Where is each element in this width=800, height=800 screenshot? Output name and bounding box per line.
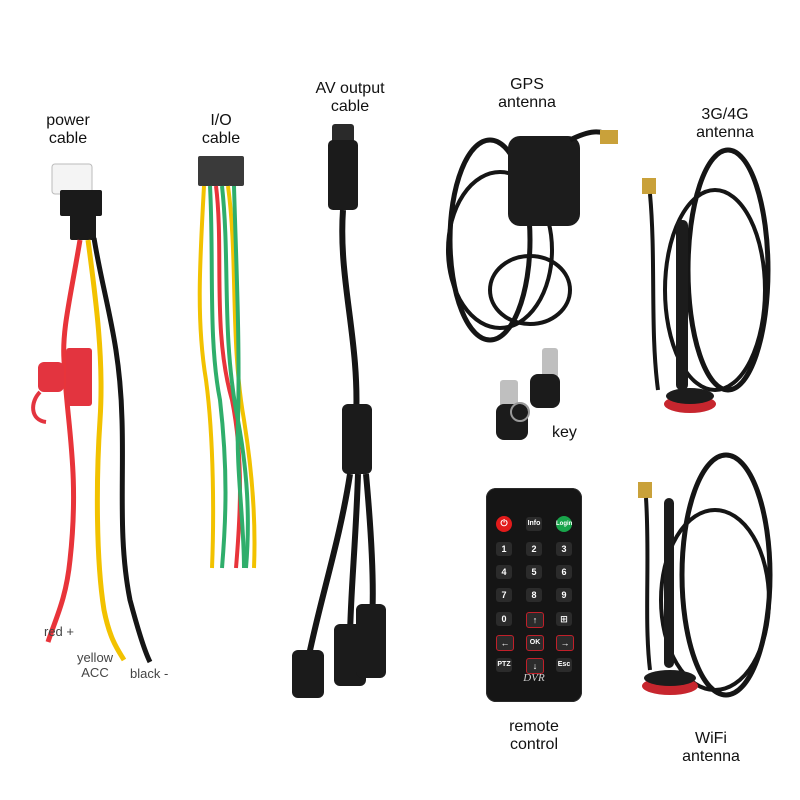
remote-grid-icon: ⊞ (556, 612, 572, 626)
wire-red-label: red + (44, 624, 74, 639)
remote-key-3: 3 (556, 542, 572, 556)
remote-key-2: 2 (526, 542, 542, 556)
remote-right-arrow-icon: → (556, 635, 574, 651)
remote-control-label-line2: control (509, 736, 559, 753)
remote-brand-logo: DVR (523, 672, 545, 684)
power-cable-label-line2: cable (48, 130, 88, 147)
remote-info-button: Info (526, 517, 542, 531)
red-wire (45, 239, 83, 643)
wire-yellow-label-line1: yellow (76, 650, 114, 665)
wire-black-label: black - (130, 666, 169, 681)
remote-key-8: 8 (526, 588, 542, 602)
remote-login-button: Login (556, 516, 572, 532)
key-label: key (552, 424, 577, 441)
wire-yellow-label: yellow ACC (72, 650, 118, 680)
fuse-cap (38, 362, 64, 392)
remote-key-5: 5 (526, 565, 542, 579)
power-connector-white (51, 163, 93, 195)
remote-down-arrow-icon: ↓ (526, 658, 544, 674)
antenna-3g4g-label-line1: 3G/4G (701, 106, 749, 123)
antenna-3g4g-whip (676, 220, 688, 390)
av-plug-aviation-2 (356, 604, 386, 678)
remote-key-1: 1 (496, 542, 512, 556)
wifi-antenna-whip (664, 498, 674, 668)
io-connector (198, 156, 244, 186)
av-plug (328, 140, 358, 210)
remote-key-4: 4 (496, 565, 512, 579)
black-wire (91, 237, 153, 664)
remote-up-arrow-icon: ↑ (526, 612, 544, 628)
yellow-wire (85, 239, 127, 662)
remote-key-9: 9 (556, 588, 572, 602)
gps-antenna-label-line2: antenna (498, 94, 556, 111)
wifi-antenna (638, 452, 773, 698)
power-connector-black (60, 190, 102, 216)
io-cable-label: I/O cable (186, 112, 256, 148)
remote-key-0: 0 (496, 612, 512, 626)
power-cable-label: power cable (30, 112, 106, 148)
power-cable-label-line1: power (46, 112, 90, 129)
av-output-cable (292, 124, 386, 698)
remote-control: ⏻ Info Login 1 2 3 4 5 6 7 8 9 0 ↑ ⊞ ← O… (486, 488, 582, 702)
io-cable (197, 156, 257, 569)
io-cable-label-line1: I/O (210, 112, 232, 129)
antenna-3g4g-label-line2: antenna (696, 124, 754, 141)
remote-power-button: ⏻ (496, 516, 512, 532)
remote-esc-button: Esc (556, 658, 572, 672)
av-output-cable-label: AV output cable (296, 80, 404, 116)
keys (496, 348, 560, 440)
wifi-antenna-label-line2: antenna (682, 748, 740, 765)
remote-control-label: remote control (496, 718, 572, 754)
gps-antenna (446, 129, 618, 343)
antenna-3g4g-label: 3G/4G antenna (680, 106, 770, 142)
power-icon: ⏻ (500, 518, 508, 528)
av-output-cable-label-line1: AV output (315, 80, 385, 97)
remote-key-7: 7 (496, 588, 512, 602)
io-cable-label-line2: cable (201, 130, 241, 147)
wifi-antenna-label: WiFi antenna (668, 730, 754, 766)
wifi-antenna-label-line1: WiFi (695, 730, 727, 747)
wire-yellow-label-line2: ACC (81, 665, 109, 680)
gps-puck (508, 136, 580, 226)
remote-left-arrow-icon: ← (496, 635, 514, 651)
fuse-holder (66, 348, 92, 406)
remote-key-6: 6 (556, 565, 572, 579)
av-plug-rca (292, 650, 324, 698)
power-cable (31, 163, 153, 664)
remote-ok-button: OK (526, 635, 544, 651)
antenna-3g4g (642, 147, 771, 413)
remote-ptz-button: PTZ (496, 658, 512, 672)
gps-sma-connector (600, 130, 618, 144)
gps-antenna-label: GPS antenna (484, 76, 570, 112)
gps-antenna-label-line1: GPS (510, 76, 544, 93)
remote-control-label-line1: remote (509, 718, 559, 735)
av-output-cable-label-line2: cable (330, 98, 370, 115)
av-junction (342, 404, 372, 474)
